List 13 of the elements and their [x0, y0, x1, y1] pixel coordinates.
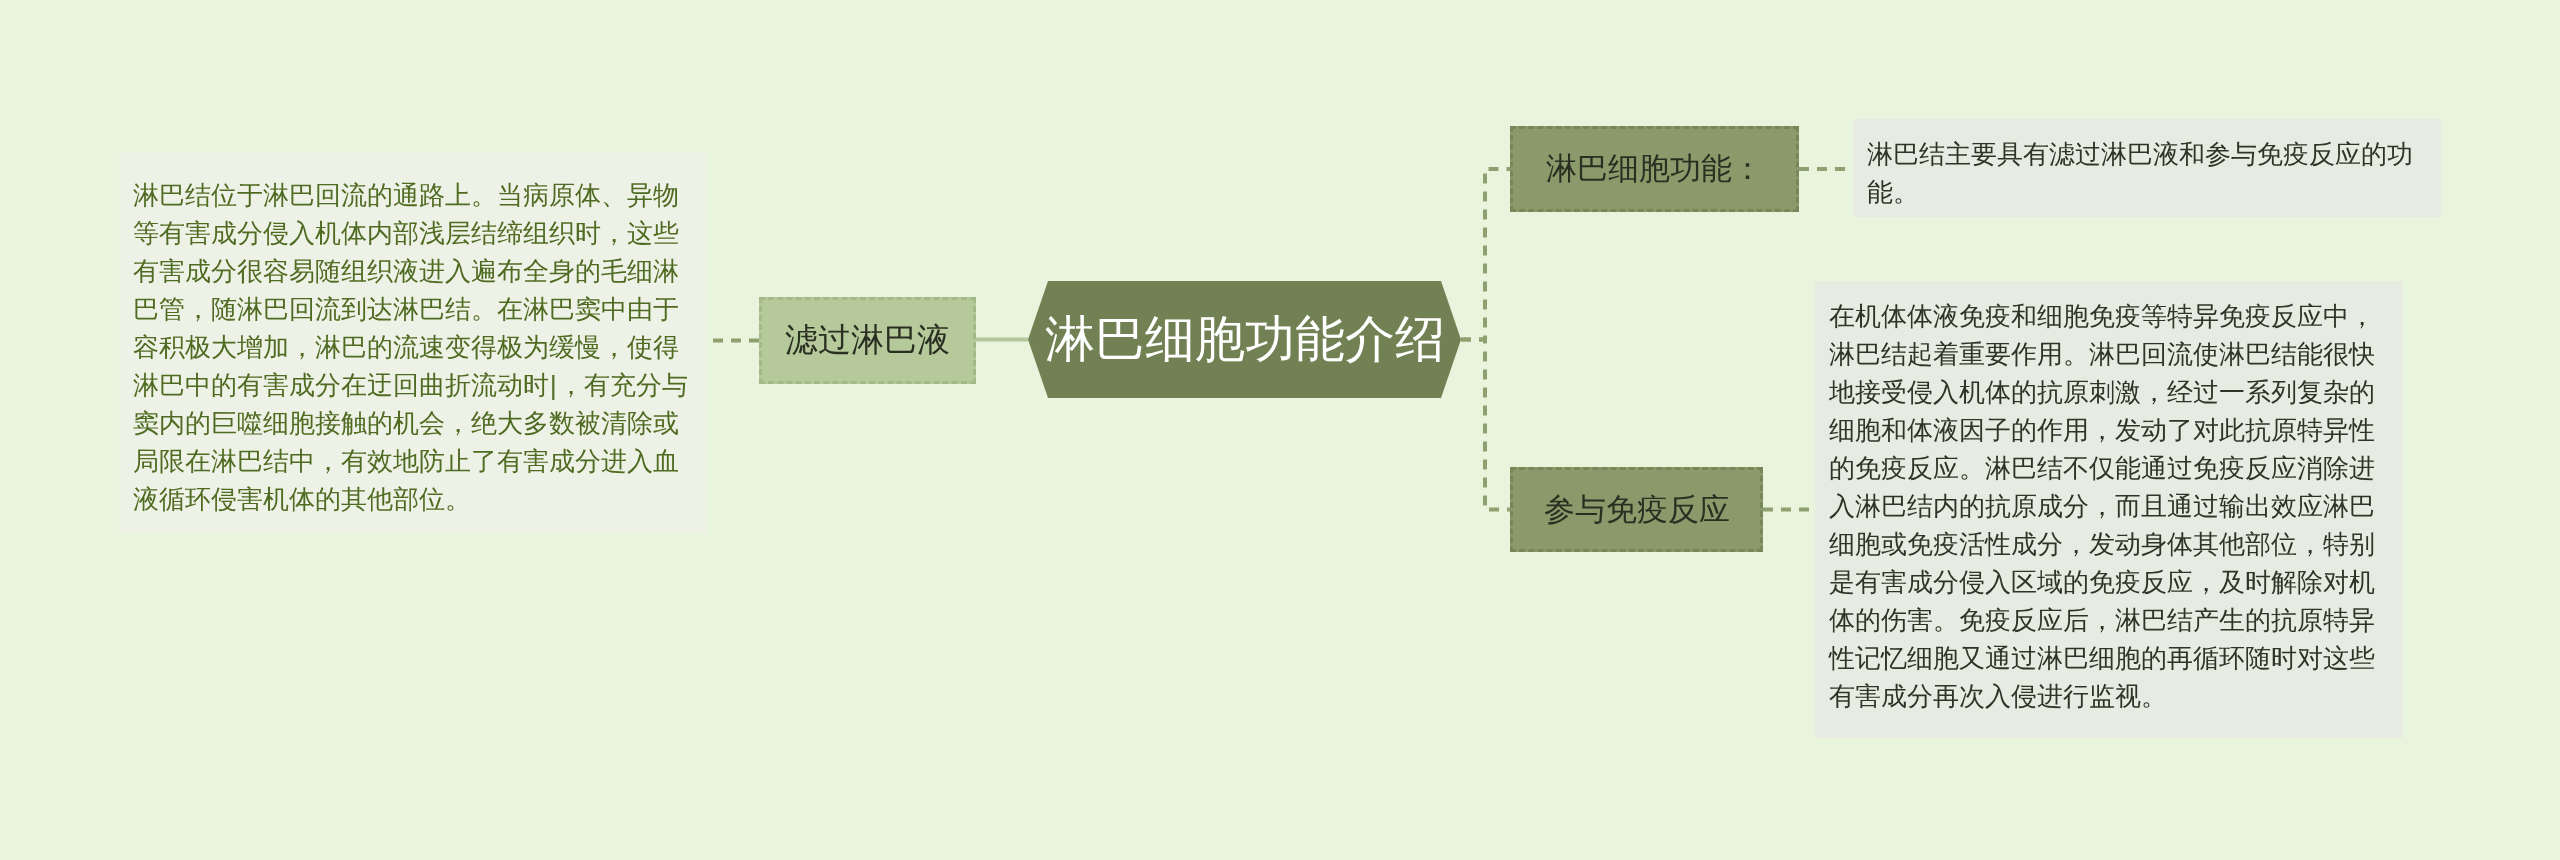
topic-title: 淋巴细胞功能介绍 — [1044, 309, 1445, 370]
central-topic — [1028, 281, 1461, 398]
note-text: 淋巴结主要具有滤过淋巴液和参与免疫反应的功能。 — [1867, 138, 2414, 209]
note-text: 淋巴结位于淋巴回流的通路上。当病原体、异物等有害成分侵入机体内部浅层结缔组织时，这些有害成分很容易随组织液进入遍布全身的毛细淋巴管，随淋巴回流到达淋巴结。在淋巴窦中由于容积极大增加，淋巴的流速变得极为缓慢，使得淋巴中的有害成分在迂回曲折流动时|，有充分与窦内的巨噬细胞接触的机会，绝大多数被清除或局限在淋巴结中，有效地防止了有害成分进入血液循环侵害机体的其他部位。 — [133, 179, 689, 516]
connector-line — [976, 337, 1028, 342]
connector-line — [1461, 337, 1510, 512]
subtopic-box — [1510, 126, 1799, 212]
subtopic-label: 淋巴细胞功能： — [1546, 149, 1763, 188]
note-text: 在机体体液免疫和细胞免疫等特异免疫反应中，淋巴结起着重要作用。淋巴回流使淋巴结能很快地接受侵入机体的抗原刺激，经过一系列复杂的细胞和体液因子的作用，发动了对此抗原特异性的免疫反应。淋巴结不仅能通过免疫反应消除进入淋巴结内的抗原成分，而且通过输出效应淋巴细胞或免疫活性成分，发动身体其他部位，特别是有害成分侵入区域的免疫反应，及时解除对机体的伤害。免疫反应后，淋巴结产生的抗原特异性记忆细胞又通过淋巴细胞的再循环随时对这些有害成分再次入侵进行监视。 — [1829, 300, 2376, 713]
subtopic-box — [1510, 467, 1763, 552]
subtopic-label: 滤过淋巴液 — [785, 319, 950, 361]
subtopic-label: 参与免疫反应 — [1543, 489, 1730, 529]
subtopic-box — [759, 297, 976, 384]
